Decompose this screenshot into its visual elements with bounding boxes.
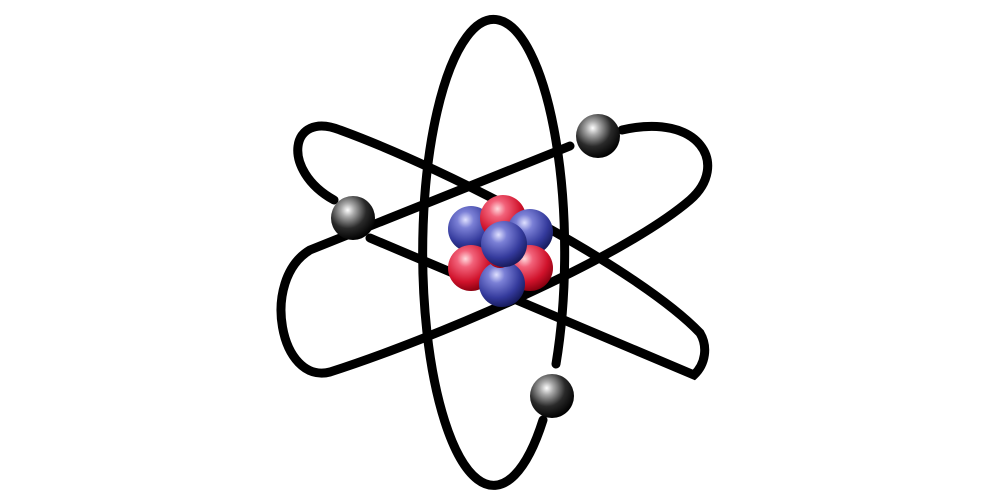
- electron-top-right: [576, 114, 620, 158]
- nucleus: [448, 195, 553, 307]
- electrons: [331, 114, 620, 418]
- neutron: [481, 221, 527, 267]
- electron-left: [331, 196, 375, 240]
- electron-bottom: [530, 374, 574, 418]
- neutron: [479, 261, 525, 307]
